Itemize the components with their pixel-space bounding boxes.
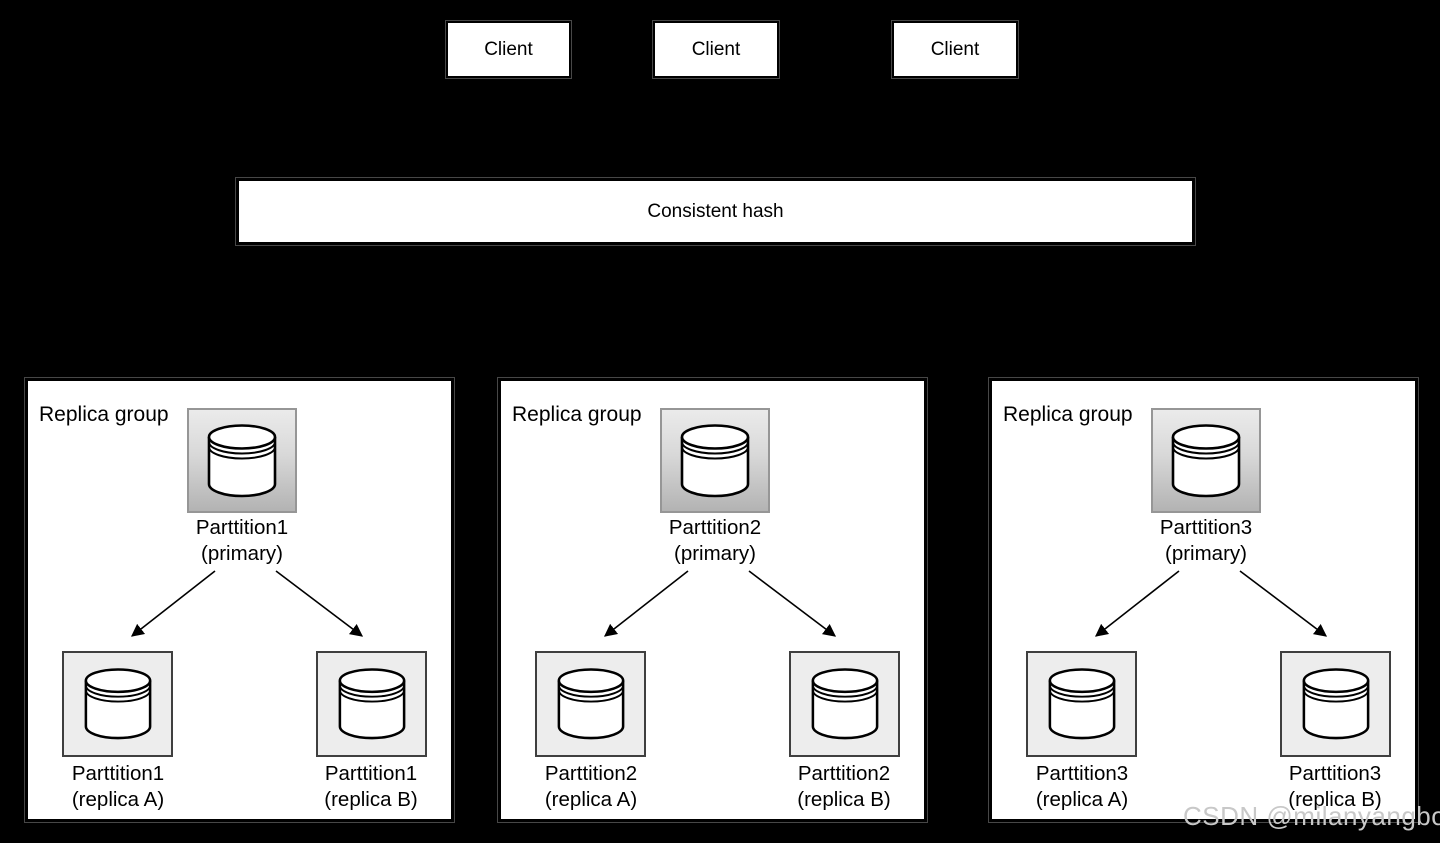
replica-a-label: Parttition1 (replica A) xyxy=(28,761,208,813)
database-icon xyxy=(1302,668,1369,740)
partition-role: (primary) xyxy=(674,542,756,565)
replica-partition-box-b xyxy=(1280,651,1391,757)
partition-role: (primary) xyxy=(201,542,283,565)
partition-role: (replica B) xyxy=(324,788,418,811)
client-label: Client xyxy=(484,38,533,60)
replica-b-label: Parttition2 (replica B) xyxy=(754,761,934,813)
replica-partition-box-a xyxy=(1026,651,1137,757)
replica-partition-box-b xyxy=(789,651,900,757)
primary-partition-box xyxy=(660,408,770,513)
replica-partition-box-b xyxy=(316,651,427,757)
replica-b-label: Parttition1 (replica B) xyxy=(281,761,461,813)
client-label: Client xyxy=(930,38,980,60)
replica-group-1: Replica group Parttition1 (primary) Part… xyxy=(25,378,454,822)
partition-role: (replica B) xyxy=(797,788,891,811)
partition-name: Parttition1 xyxy=(71,762,165,785)
database-icon xyxy=(557,668,624,740)
partition-name: Parttition3 xyxy=(1035,762,1129,785)
replica-b-label: Parttition3 (replica B) xyxy=(1245,761,1425,813)
hash-to-group1-connector xyxy=(339,244,471,379)
watermark: CSDN @milanyangbo xyxy=(1183,801,1440,831)
replica-group-title: Replica group xyxy=(512,403,642,426)
consistent-hash-bar: Consistent hash xyxy=(236,178,1195,245)
database-icon xyxy=(338,668,405,740)
partition-name: Parttition1 xyxy=(195,516,289,539)
consistent-hash-label: Consistent hash xyxy=(647,200,784,222)
replication-arrows xyxy=(130,570,364,637)
database-icon xyxy=(811,668,878,740)
arrow-primary-to-replica-b xyxy=(1239,570,1328,637)
arrow-primary-to-replica-a xyxy=(1094,570,1180,637)
partition-role: (replica A) xyxy=(1035,788,1129,811)
primary-partition-label: Parttition1 (primary) xyxy=(152,515,332,567)
primary-partition-box xyxy=(187,408,297,513)
client-box-1: Client xyxy=(446,21,571,78)
replication-arrows xyxy=(603,570,837,637)
replica-group-title: Replica group xyxy=(39,403,169,426)
partition-name: Parttition2 xyxy=(797,762,891,785)
arrow-primary-to-replica-a xyxy=(130,570,216,637)
replica-a-label: Parttition2 (replica A) xyxy=(501,761,681,813)
replica-group-3: Replica group Parttition3 (primary) Part… xyxy=(989,378,1418,822)
hash-to-group3-connector xyxy=(962,244,1101,379)
primary-partition-label: Parttition3 (primary) xyxy=(1116,515,1296,567)
client-label: Client xyxy=(691,38,741,60)
partition-role: (replica A) xyxy=(71,788,165,811)
client-box-2: Client xyxy=(653,21,779,78)
primary-partition-box xyxy=(1151,408,1261,513)
partition-name: Parttition3 xyxy=(1159,516,1253,539)
client-box-3: Client xyxy=(892,21,1018,78)
partition-role: (replica B) xyxy=(1288,788,1382,811)
replication-arrows xyxy=(1094,570,1328,637)
primary-partition-label: Parttition2 (primary) xyxy=(625,515,805,567)
partition-role: (replica A) xyxy=(544,788,638,811)
replica-partition-box-a xyxy=(535,651,646,757)
replica-partition-box-a xyxy=(62,651,173,757)
partition-name: Parttition2 xyxy=(544,762,638,785)
replica-group-title: Replica group xyxy=(1003,403,1133,426)
partition-name: Parttition2 xyxy=(668,516,762,539)
arrow-primary-to-replica-a xyxy=(603,570,689,637)
arrow-primary-to-replica-b xyxy=(275,570,364,637)
database-icon xyxy=(1048,668,1115,740)
partition-role: (primary) xyxy=(1165,542,1247,565)
arrow-primary-to-replica-b xyxy=(748,570,837,637)
database-icon xyxy=(84,668,151,740)
partition-name: Parttition1 xyxy=(324,762,418,785)
replica-group-2: Replica group Parttition2 (primary) Part… xyxy=(498,378,927,822)
replica-a-label: Parttition3 (replica A) xyxy=(992,761,1172,813)
partition-name: Parttition3 xyxy=(1288,762,1382,785)
